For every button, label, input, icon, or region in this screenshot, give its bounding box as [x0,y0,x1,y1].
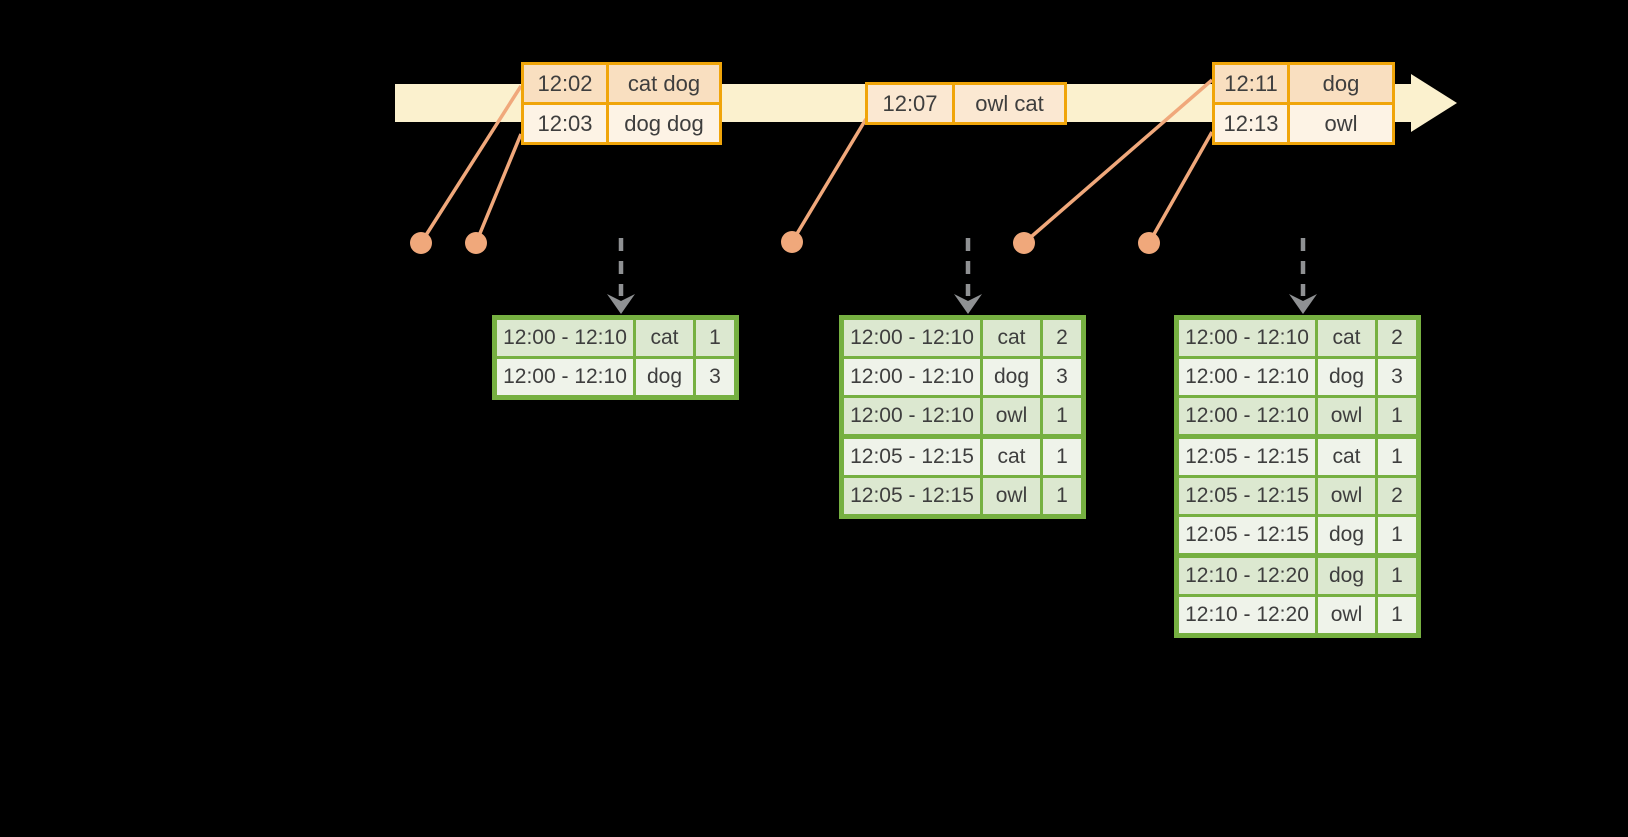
table-row: 12:10 - 12:20 dog 1 [1175,553,1420,597]
count-cell: 3 [1375,356,1420,398]
event-dot-icon [781,231,803,253]
event-time-cell: 12:03 [521,102,609,145]
word-cell: owl [1315,395,1378,438]
window-cell: 12:05 - 12:15 [840,434,983,478]
event-dot-icon [465,232,487,254]
result-table-3: 12:00 - 12:10 cat 2 12:00 - 12:10 dog 3 … [1174,315,1421,638]
word-cell: cat [980,434,1043,478]
table-row: 12:00 - 12:10 owl 1 [1175,395,1420,438]
table-row: 12:05 - 12:15 owl 2 [1175,475,1420,517]
event-words-cell: owl [1287,102,1395,145]
event-table-batch-2: 12:07 owl cat [865,82,1067,125]
count-cell: 1 [1375,434,1420,478]
event-dot-icon [1013,232,1035,254]
word-cell: cat [980,316,1043,359]
count-cell: 1 [1375,514,1420,557]
count-cell: 1 [1375,553,1420,597]
count-cell: 3 [693,356,738,399]
trigger-arrow-icon [1289,238,1317,314]
window-cell: 12:00 - 12:10 [1175,356,1318,398]
word-cell: dog [1315,514,1378,557]
table-row: 12:07 owl cat [865,82,1067,125]
word-cell: dog [1315,553,1378,597]
window-cell: 12:10 - 12:20 [1175,553,1318,597]
count-cell: 1 [1040,395,1085,438]
table-row: 12:00 - 12:10 dog 3 [493,356,738,399]
word-cell: owl [1315,475,1378,517]
trigger-arrow-icon [607,238,635,314]
window-cell: 12:05 - 12:15 [1175,434,1318,478]
count-cell: 2 [1375,475,1420,517]
trigger-arrow-icon [954,238,982,314]
count-cell: 2 [1040,316,1085,359]
window-cell: 12:00 - 12:10 [840,316,983,359]
window-cell: 12:00 - 12:10 [1175,316,1318,359]
table-row: 12:11 dog [1212,62,1395,105]
event-words-cell: dog dog [606,102,722,145]
count-cell: 1 [1375,594,1420,637]
event-words-cell: dog [1287,62,1395,105]
word-cell: owl [980,475,1043,518]
event-time-cell: 12:11 [1212,62,1290,105]
window-cell: 12:05 - 12:15 [1175,475,1318,517]
table-row: 12:10 - 12:20 owl 1 [1175,594,1420,637]
event-table-batch-3: 12:11 dog 12:13 owl [1212,62,1395,145]
result-table-2: 12:00 - 12:10 cat 2 12:00 - 12:10 dog 3 … [839,315,1086,519]
count-cell: 2 [1375,316,1420,359]
table-row: 12:00 - 12:10 owl 1 [840,395,1085,438]
table-row: 12:05 - 12:15 cat 1 [840,434,1085,478]
window-cell: 12:05 - 12:15 [840,475,983,518]
table-row: 12:00 - 12:10 dog 3 [840,356,1085,398]
word-cell: dog [1315,356,1378,398]
count-cell: 1 [693,316,738,359]
table-row: 12:02 cat dog [521,62,722,105]
window-cell: 12:10 - 12:20 [1175,594,1318,637]
event-time-cell: 12:07 [865,82,955,125]
window-cell: 12:00 - 12:10 [840,395,983,438]
table-row: 12:05 - 12:15 dog 1 [1175,514,1420,557]
window-cell: 12:00 - 12:10 [493,356,636,399]
table-row: 12:13 owl [1212,102,1395,145]
table-row: 12:05 - 12:15 cat 1 [1175,434,1420,478]
event-time-cell: 12:02 [521,62,609,105]
count-cell: 1 [1040,475,1085,518]
event-words-cell: cat dog [606,62,722,105]
count-cell: 3 [1040,356,1085,398]
word-cell: dog [633,356,696,399]
connector-line [419,85,523,244]
table-row: 12:00 - 12:10 cat 1 [493,316,738,359]
table-row: 12:05 - 12:15 owl 1 [840,475,1085,518]
event-words-cell: owl cat [952,82,1067,125]
count-cell: 1 [1040,434,1085,478]
word-cell: dog [980,356,1043,398]
event-dot-icon [1138,232,1160,254]
window-cell: 12:00 - 12:10 [840,356,983,398]
table-row: 12:03 dog dog [521,102,722,145]
count-cell: 1 [1375,395,1420,438]
connector-line [790,118,868,243]
timeline-arrowhead-icon [1411,74,1457,132]
connector-line [1022,78,1214,245]
connector-line [1147,131,1214,244]
word-cell: cat [633,316,696,359]
event-table-batch-1: 12:02 cat dog 12:03 dog dog [521,62,722,145]
connector-line [474,133,523,244]
word-cell: owl [1315,594,1378,637]
window-cell: 12:00 - 12:10 [1175,395,1318,438]
event-time-cell: 12:13 [1212,102,1290,145]
word-cell: owl [980,395,1043,438]
window-cell: 12:05 - 12:15 [1175,514,1318,557]
word-cell: cat [1315,434,1378,478]
table-row: 12:00 - 12:10 dog 3 [1175,356,1420,398]
table-row: 12:00 - 12:10 cat 2 [1175,316,1420,359]
event-dot-icon [410,232,432,254]
table-row: 12:00 - 12:10 cat 2 [840,316,1085,359]
window-cell: 12:00 - 12:10 [493,316,636,359]
result-table-1: 12:00 - 12:10 cat 1 12:00 - 12:10 dog 3 [492,315,739,400]
word-cell: cat [1315,316,1378,359]
